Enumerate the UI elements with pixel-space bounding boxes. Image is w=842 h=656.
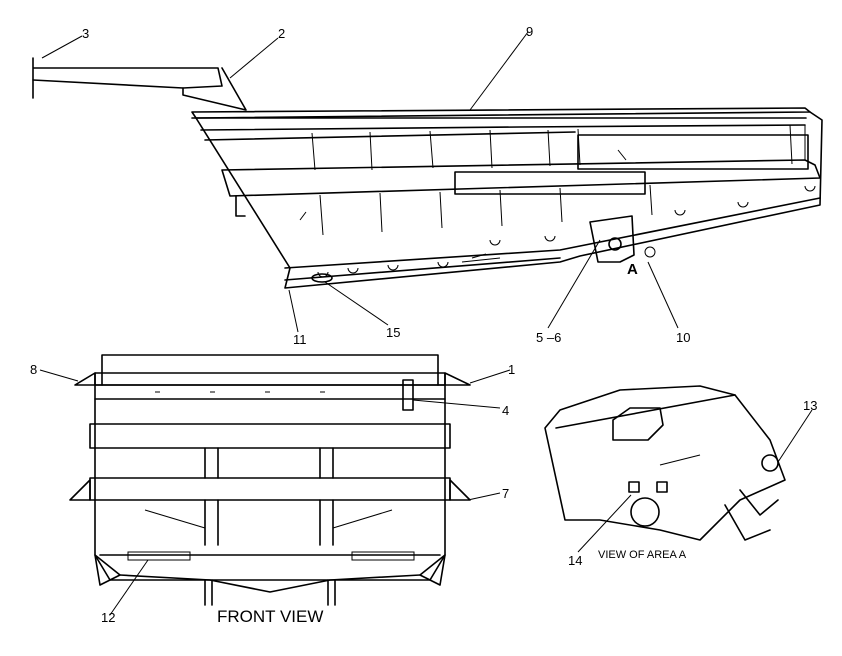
callout-1: 1 <box>508 362 515 377</box>
callout-12: 12 <box>101 610 115 625</box>
area-marker: A <box>627 261 638 278</box>
callout-5-6: 5 –6 <box>536 330 561 345</box>
body-outline <box>191 111 823 289</box>
callout-7: 7 <box>502 486 509 501</box>
callout-8: 8 <box>30 362 37 377</box>
callout-3: 3 <box>82 26 89 41</box>
square-marker <box>628 481 640 493</box>
square-marker <box>656 481 668 493</box>
front-view-caption: FRONT VIEW <box>217 607 323 626</box>
front-view <box>69 354 471 606</box>
hinge-bracket <box>589 215 635 263</box>
dump-body-side-view <box>32 57 823 289</box>
callout-15: 15 <box>386 325 400 340</box>
callout-9: 9 <box>526 24 533 39</box>
callout-labels: 3 2 9 A 5 –6 10 11 15 8 1 4 7 13 14 12 F… <box>30 24 817 626</box>
callout-4: 4 <box>502 403 509 418</box>
area-view-caption: VIEW OF AREA A <box>598 549 687 561</box>
side-beam <box>454 171 646 195</box>
callout-13: 13 <box>803 398 817 413</box>
area-a-detail <box>544 385 786 541</box>
side-leader-lines <box>41 31 679 333</box>
callout-14: 14 <box>568 553 582 568</box>
callout-11: 11 <box>293 332 307 347</box>
front-leader-lines <box>39 369 511 616</box>
callout-10: 10 <box>676 330 690 345</box>
area-leader-lines <box>577 409 813 553</box>
canopy <box>32 57 247 111</box>
callout-2: 2 <box>278 26 285 41</box>
